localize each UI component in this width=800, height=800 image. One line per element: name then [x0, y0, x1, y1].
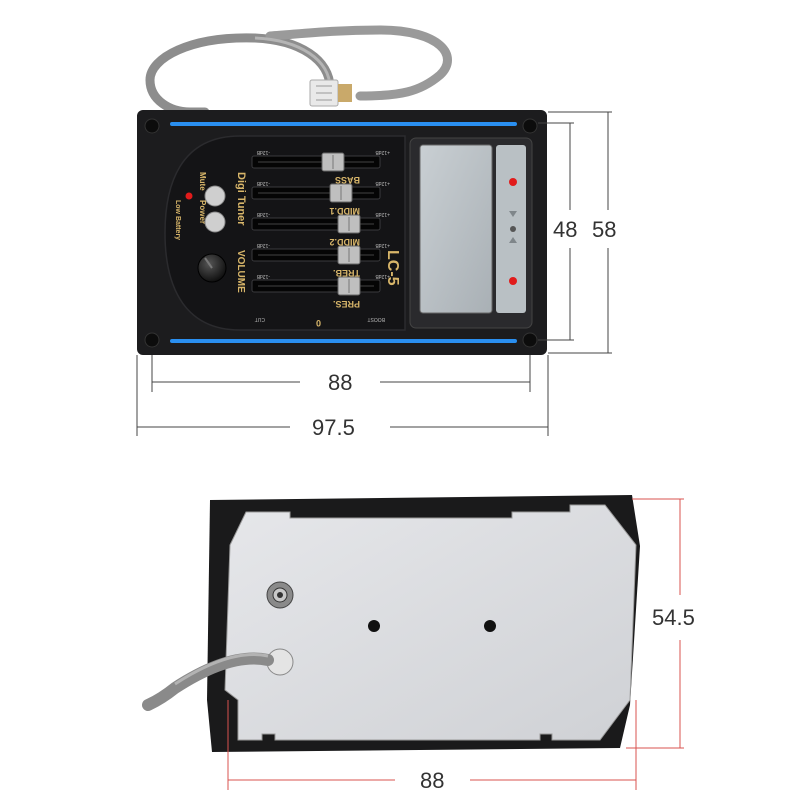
mount-hole-right	[484, 620, 496, 632]
screw-icon	[144, 118, 538, 348]
mute-label: Mute	[198, 172, 207, 191]
power-label: Power	[198, 200, 207, 224]
power-button[interactable]	[204, 211, 226, 233]
scale-minus-label: -12dB	[256, 211, 270, 217]
low-battery-label: Low Battery	[174, 200, 181, 240]
back-plate	[224, 504, 637, 741]
dim-width-inner: 88	[328, 370, 352, 395]
dim-height-outer: 58	[592, 217, 616, 242]
bottom-cable	[142, 652, 274, 711]
slider-2[interactable]: +12dB -12dB MIDD.1	[251, 180, 390, 216]
slider-group: +12dB -12dB BASS +12dB -12dB MIDD.1 +12dB -12dB…	[251, 149, 390, 309]
cut-label: CUT	[255, 316, 265, 322]
scale-minus-label: -12dB	[256, 273, 270, 279]
slider-3[interactable]: +12dB -12dB MIDD.2	[251, 211, 390, 247]
mount-hole-left	[368, 620, 380, 632]
slider-label: TREB.	[333, 268, 360, 278]
scale-minus-label: -12dB	[256, 242, 270, 248]
dimension-lines-top	[136, 111, 612, 436]
scale-plus-label: +12dB	[375, 211, 390, 217]
slider-label: MIDD.2	[329, 237, 360, 247]
model-label: LC-5	[384, 250, 401, 286]
scale-plus-label: +12dB	[375, 149, 390, 155]
slider-label: BASS	[335, 175, 360, 185]
slider-5[interactable]: +12dB -12dB PRES.	[251, 273, 390, 309]
slider-1[interactable]: +12dB -12dB BASS	[251, 149, 390, 185]
mute-button[interactable]	[204, 185, 226, 207]
low-battery-led	[185, 192, 193, 200]
slider-label: MIDD.1	[329, 206, 360, 216]
zero-label: 0	[316, 318, 321, 328]
dim-bottom-height: 54.5	[652, 605, 695, 630]
scale-plus-label: +12dB	[375, 180, 390, 186]
scale-plus-label: +12dB	[375, 273, 390, 279]
lcd-display	[419, 144, 493, 314]
slider-4[interactable]: +12dB -12dB TREB.	[251, 242, 390, 278]
dim-width-outer: 97.5	[312, 415, 355, 440]
dim-bottom-width: 88	[420, 768, 444, 793]
bottom-view: 54.5 88	[142, 495, 695, 793]
tuner-led-bottom	[509, 277, 517, 285]
volume-label: VOLUME	[235, 250, 246, 293]
scale-minus-label: -12dB	[256, 149, 270, 155]
scale-minus-label: -12dB	[256, 180, 270, 186]
boost-label: BOOST	[367, 316, 385, 322]
slider-label: PRES.	[333, 299, 360, 309]
dimension-lines-bottom	[227, 498, 684, 790]
scale-plus-label: +12dB	[375, 242, 390, 248]
dim-height-inner: 48	[553, 217, 577, 242]
tuner-label: Digi Tuner	[235, 172, 247, 226]
tuner-led-top	[509, 178, 517, 186]
top-view: Mute Power Low Battery Digi Tuner VOLUME…	[136, 25, 616, 440]
